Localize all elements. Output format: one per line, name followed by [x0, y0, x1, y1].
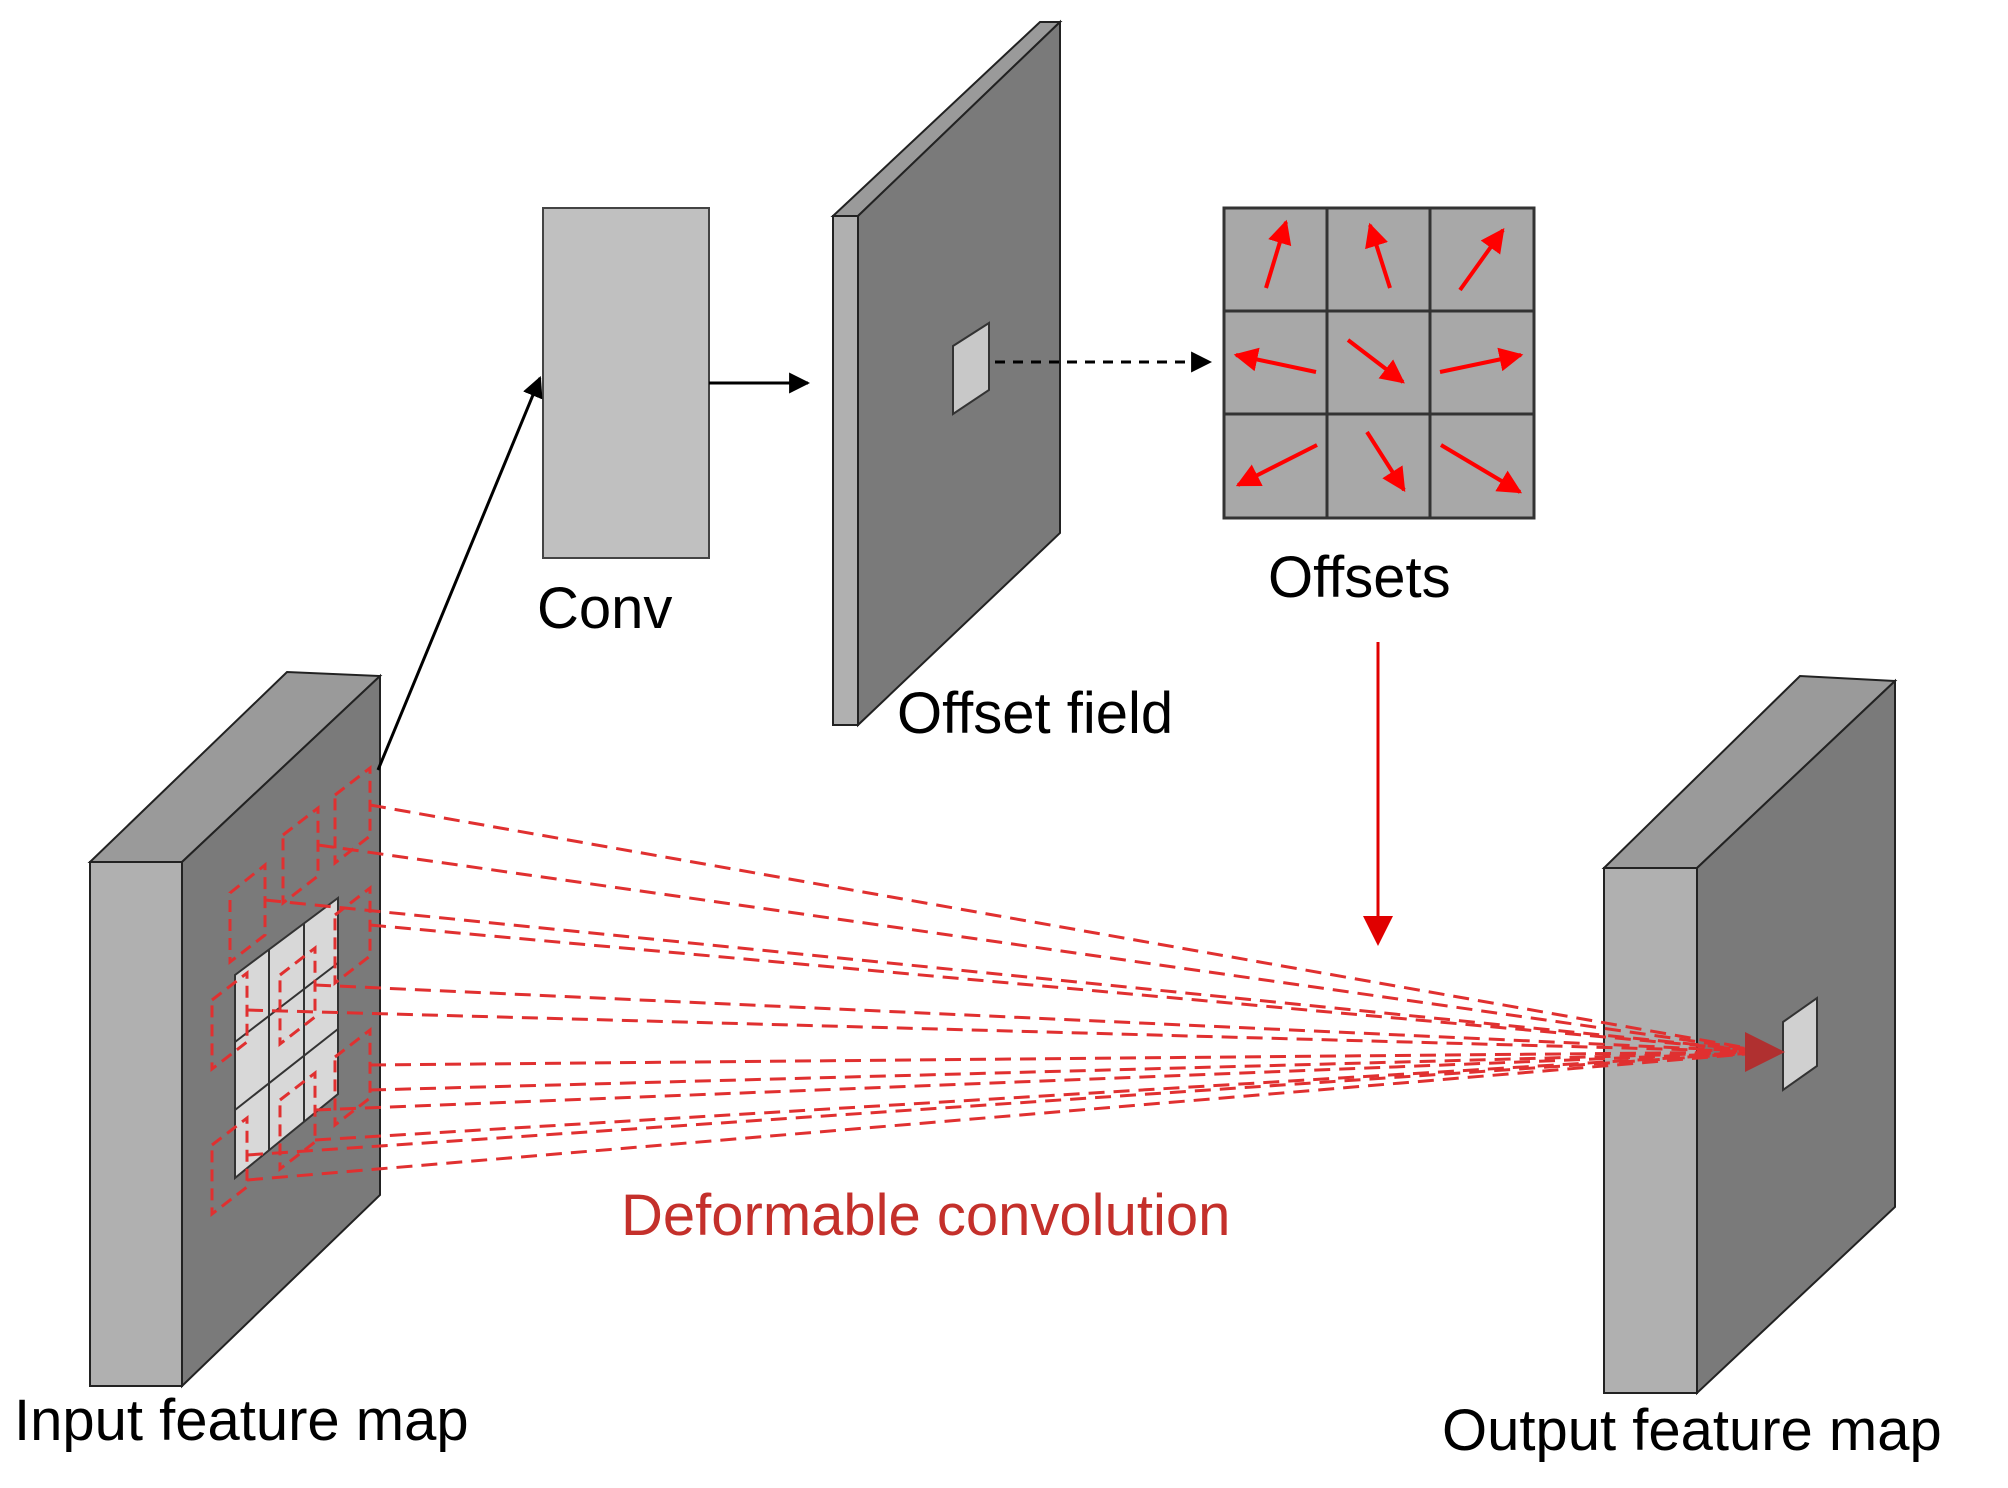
offset-arrow-3-icon	[1458, 228, 1505, 292]
output-feature-map-block	[1601, 674, 1898, 1396]
offset-arrow-4-icon	[1233, 347, 1317, 374]
input-to-conv-arrow	[376, 376, 543, 771]
offset-arrow-2-icon	[1365, 222, 1392, 289]
offset-arrow-7-icon	[1235, 443, 1318, 487]
conv-box	[542, 207, 710, 559]
input-feature-map-block	[87, 670, 383, 1389]
offset-arrow-5-icon	[1346, 338, 1405, 384]
projection-lines	[246, 803, 1771, 1182]
output-block-side	[1603, 867, 1698, 1394]
connector-arrows	[376, 351, 1393, 946]
conv-label: Conv	[537, 576, 672, 641]
offset-field-patch	[952, 321, 990, 416]
offset-arrow-6-icon	[1439, 347, 1524, 374]
offset-field-label: Offset field	[897, 681, 1173, 746]
input-block-side	[89, 861, 183, 1387]
input-feature-map-label: Input feature map	[14, 1388, 469, 1453]
offset-arrow-8-icon	[1365, 430, 1406, 493]
offset-arrow-9-icon	[1439, 443, 1523, 494]
input-sampling-grid	[234, 896, 339, 1181]
offset-arrow-1-icon	[1264, 219, 1292, 289]
offsets-label: Offsets	[1268, 545, 1451, 610]
deformed-sampling-locations	[210, 764, 372, 1218]
conv-block	[542, 207, 710, 559]
output-feature-map-label: Output feature map	[1442, 1398, 1942, 1463]
offsets-grid	[1222, 206, 1536, 520]
offset-field-block	[830, 19, 1063, 728]
output-patch	[1782, 996, 1818, 1092]
offset-field-side	[832, 215, 859, 726]
projection-arrowhead	[1745, 1032, 1785, 1072]
deformable-convolution-label: Deformable convolution	[621, 1183, 1230, 1248]
